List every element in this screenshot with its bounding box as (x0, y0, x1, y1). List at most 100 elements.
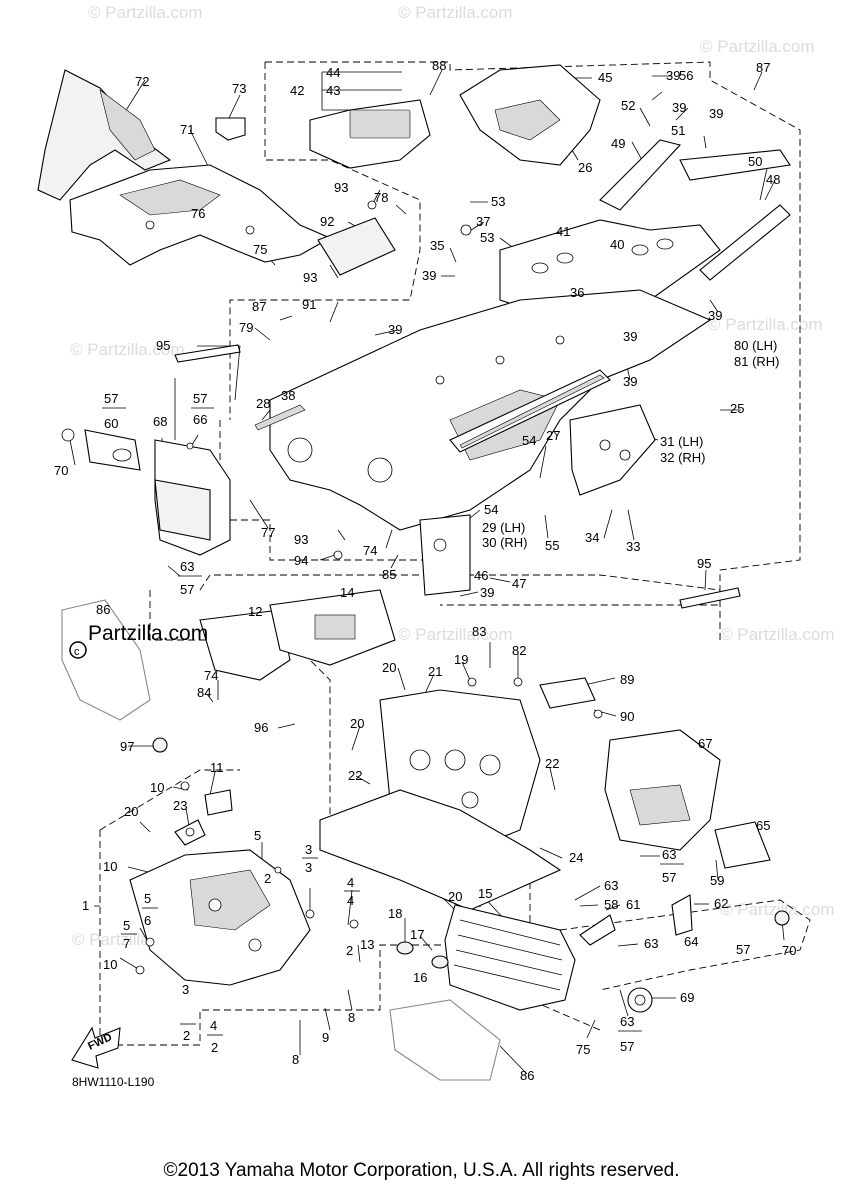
callout: 59 (710, 873, 724, 888)
callout: 22 (348, 768, 362, 783)
svg-text:c: c (74, 646, 80, 658)
callout: 22 (545, 756, 559, 771)
callout: 21 (428, 664, 442, 679)
callout: 37 (476, 214, 490, 229)
callout: 86 (96, 602, 110, 617)
callout: 5 (144, 891, 151, 906)
callout: 63 (604, 878, 618, 893)
callout: 39 (709, 106, 723, 121)
callout: 33 (626, 539, 640, 554)
callout: 42 (290, 83, 304, 98)
callout: 40 (610, 237, 624, 252)
callout: 45 (598, 70, 612, 85)
callout: 85 (382, 567, 396, 582)
callout: 30 (RH) (482, 535, 528, 550)
callout: 11 (210, 760, 224, 775)
callout: 94 (294, 553, 308, 568)
callout: 63 (180, 559, 194, 574)
callout: 13 (360, 937, 374, 952)
callout: 76 (191, 206, 205, 221)
callout: 29 (LH) (482, 520, 525, 535)
callout: 10 (103, 957, 117, 972)
callout: 58 (604, 897, 618, 912)
copyright-notice: ©2013 Yamaha Motor Corporation, U.S.A. A… (163, 1160, 680, 1181)
callout: 68 (153, 414, 167, 429)
callout: 78 (374, 190, 388, 205)
callout: 74 (363, 543, 377, 558)
callout: 48 (766, 172, 780, 187)
callout: 16 (413, 970, 427, 985)
watermark: © Partzilla.com (700, 37, 815, 56)
callout: 49 (611, 136, 625, 151)
callout: 57 (620, 1039, 634, 1054)
callout: 41 (556, 224, 570, 239)
callout: 34 (585, 530, 599, 545)
callout: 80 (LH) (734, 338, 777, 353)
callout: 20 (350, 716, 364, 731)
callout: 51 (671, 123, 685, 138)
callout: 23 (173, 798, 187, 813)
callout: 50 (748, 154, 762, 169)
callout: 65 (756, 818, 770, 833)
callout: 20 (382, 660, 396, 675)
callout: 73 (232, 81, 246, 96)
callout: 95 (697, 556, 711, 571)
callout: 27 (546, 428, 560, 443)
callout: 4 (210, 1018, 217, 1033)
callout: 57 (736, 942, 750, 957)
callout: 6 (144, 913, 151, 928)
callout: 61 (626, 897, 640, 912)
callout: 17 (410, 927, 424, 942)
callout: 39 (708, 308, 722, 323)
callout: 63 (644, 936, 658, 951)
callout: 75 (253, 242, 267, 257)
callout: 3 (305, 842, 312, 857)
callout: 95 (156, 338, 170, 353)
callout: 5 (123, 918, 130, 933)
callout: 55 (545, 538, 559, 553)
callout: 56 (679, 68, 693, 83)
callout: 39 (623, 374, 637, 389)
callout: 96 (254, 720, 268, 735)
callout: 2 (264, 871, 271, 886)
callout: 57 (180, 582, 194, 597)
callout: 18 (388, 906, 402, 921)
callout: 2 (346, 943, 353, 958)
callout: 52 (621, 98, 635, 113)
callout: 4 (347, 893, 354, 908)
callout: 1 (82, 898, 89, 913)
callout: 24 (569, 850, 583, 865)
watermark: © Partzilla.com (70, 340, 185, 359)
callout: 90 (620, 709, 634, 724)
callout: 32 (RH) (660, 450, 706, 465)
callout: 19 (454, 652, 468, 667)
callout: 7 (123, 936, 130, 951)
callout: 63 (620, 1014, 634, 1029)
callout: 74 (204, 668, 218, 683)
callout: 47 (512, 576, 526, 591)
watermark: © Partzilla.com (708, 315, 823, 334)
callout: 14 (340, 585, 354, 600)
watermark: © Partzilla.com (88, 3, 203, 22)
callout: 39 (422, 268, 436, 283)
callout: 53 (480, 230, 494, 245)
callout: 38 (281, 388, 295, 403)
callout: 81 (RH) (734, 354, 780, 369)
callout: 82 (512, 643, 526, 658)
callout: 87 (252, 299, 266, 314)
callout: 84 (197, 685, 211, 700)
watermark: © Partzilla.com (398, 625, 513, 644)
callout: 71 (180, 122, 194, 137)
callout: 5 (254, 828, 261, 843)
diagram-code: 8HW1110-L190 (72, 1075, 155, 1089)
callout: 72 (135, 74, 149, 89)
callout: 70 (54, 463, 68, 478)
callout: 66 (193, 412, 207, 427)
watermark: © Partzilla.com (720, 900, 835, 919)
callout: 97 (120, 739, 134, 754)
callout: 8 (348, 1010, 355, 1025)
callout: 39 (480, 585, 494, 600)
callout: 31 (LH) (660, 434, 703, 449)
callout: 20 (124, 804, 138, 819)
